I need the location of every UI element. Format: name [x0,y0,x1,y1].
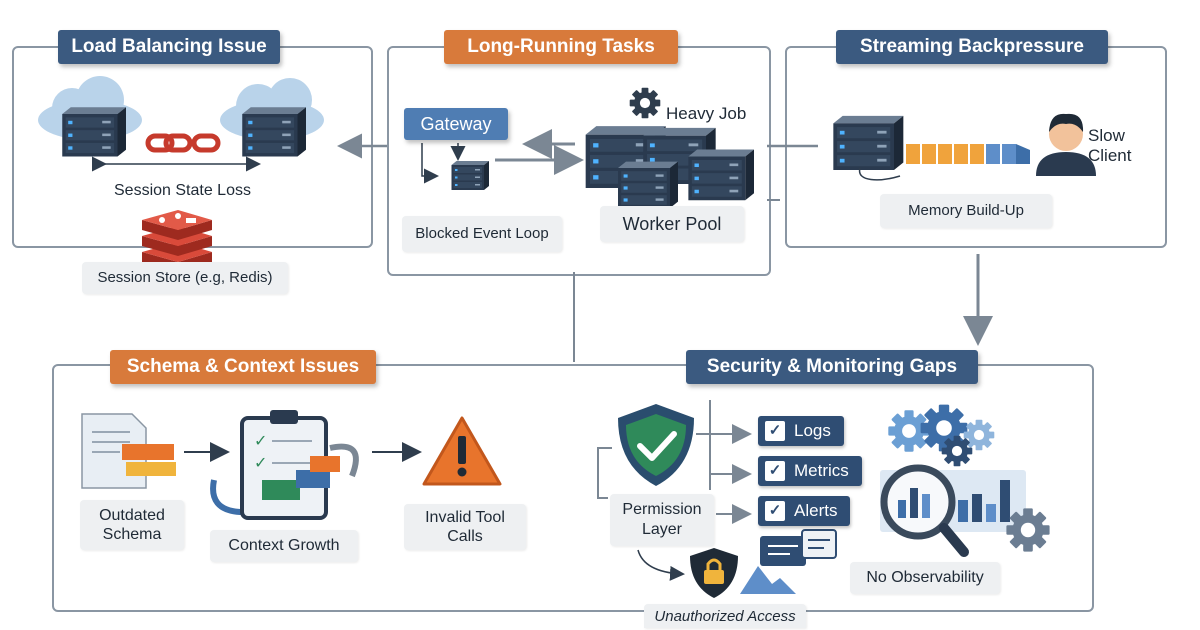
context-growth-label: Context Growth [210,530,358,562]
streaming-title: Streaming Backpressure [836,30,1108,64]
warning-triangle-icon [422,416,502,486]
slow-client-line1: Slow [1088,126,1125,145]
schema-title: Schema & Context Issues [110,350,376,384]
no-observability-label: No Observability [850,562,1000,594]
observability-gear-icon [1006,508,1050,552]
session-store-label: Session Store (e.g, Redis) [82,262,288,294]
message-queue-icon [906,144,1030,164]
blocked-event-loop-label: Blocked Event Loop [402,216,562,252]
shield-check-icon [618,404,694,486]
permission-layer-label: Permission Layer [610,494,714,546]
alert-messages-icon [760,529,837,566]
long-running-title: Long-Running Tasks [444,30,678,64]
heavy-job-label: Heavy Job [666,104,747,123]
metrics-label: Metrics [794,461,849,480]
metrics-chip: ✓ Metrics [758,456,862,486]
server-left-icon [62,107,126,157]
invalid-tool-line1: Invalid Tool [425,509,505,526]
worker-server-3-icon [618,161,678,208]
slow-client-label: Slow Client [1088,126,1131,166]
server-right-icon [242,107,306,157]
permission-line1: Permission [622,501,702,518]
worker-pool-label: Worker Pool [600,206,744,242]
unauthorized-access-label: Unauthorized Access [644,604,806,628]
streaming-server-icon [833,115,904,170]
security-title: Security & Monitoring Gaps [686,350,978,384]
outdated-schema-line1: Outdated [99,507,165,524]
metrics-check-icon: ✓ [765,461,785,481]
svg-text:✓: ✓ [254,431,267,450]
outdated-schema-line2: Schema [102,526,162,543]
gateway-label: Gateway [404,108,508,140]
observability-chart-icon [880,464,1026,557]
session-state-loss-label: Session State Loss [114,182,251,199]
outdated-schema-label: Outdated Schema [80,500,184,550]
heavy-job-gear-icon [629,87,661,119]
memory-buildup-label: Memory Build-Up [880,194,1052,228]
permission-line2: Layer [641,521,683,538]
gateway-device-icon [451,161,489,190]
alerts-check-icon: ✓ [765,501,785,521]
alerts-label: Alerts [794,501,838,520]
logs-check-icon: ✓ [765,421,785,441]
load-balancing-title: Load Balancing Issue [58,30,280,64]
observability-gears-icon [888,404,995,467]
slow-client-line2: Client [1088,146,1132,165]
outdated-schema-doc-icon [81,413,176,489]
context-clipboard-icon: ✓ ✓ [210,410,359,520]
svg-text:✓: ✓ [254,453,267,472]
slow-client-icon [1036,113,1096,176]
worker-server-4-icon [688,149,754,201]
logs-label: Logs [794,421,831,440]
alerts-chip: ✓ Alerts [758,496,850,526]
invalid-tool-calls-label: Invalid Tool Calls [404,504,526,550]
logs-chip: ✓ Logs [758,416,844,446]
invalid-tool-line2: Calls [447,528,483,545]
unauthorized-lock-icon [690,548,796,598]
broken-chain-icon [145,133,221,153]
